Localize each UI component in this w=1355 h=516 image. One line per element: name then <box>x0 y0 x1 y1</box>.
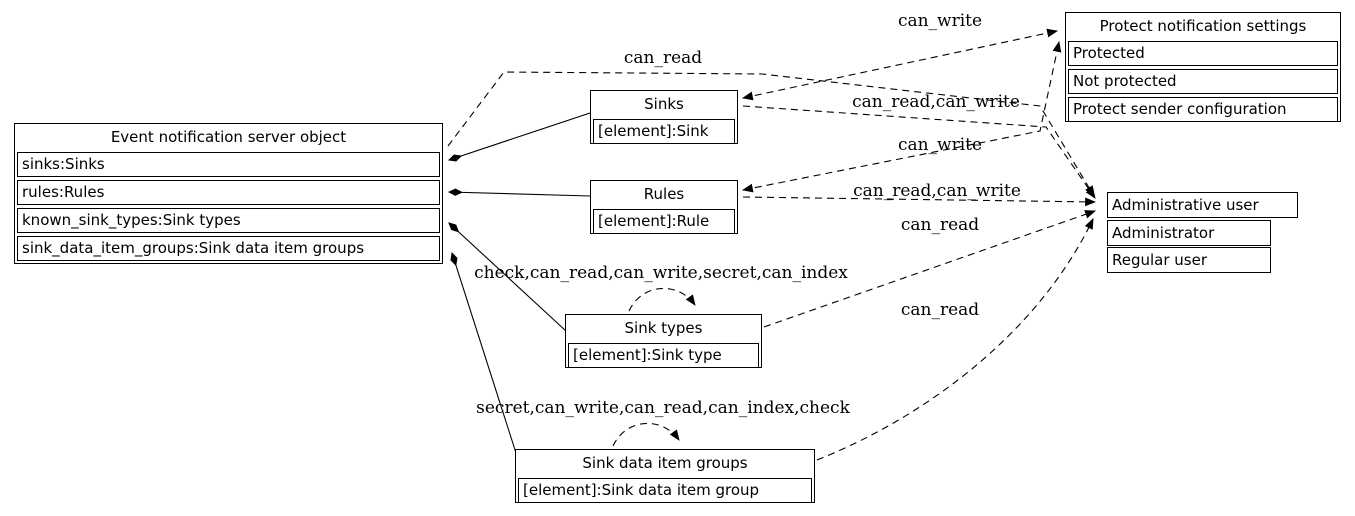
field-element-sink: [element]:Sink <box>593 119 735 144</box>
field-sinks: sinks:Sinks <box>17 152 440 177</box>
node-sinks: Sinks [element]:Sink <box>590 90 738 144</box>
edge-server-rules <box>447 188 591 197</box>
edge-sink-data-item-groups-admin-can-read <box>816 218 1094 461</box>
node-title: Protect notification settings <box>1099 17 1307 35</box>
node-title: Administrative user <box>1107 192 1298 218</box>
node-title: Sinks <box>644 95 684 113</box>
node-title: Event notification server object <box>110 128 347 146</box>
node-sink-types: Sink types [element]:Sink type <box>565 314 762 368</box>
edge-label-can-write-rules: can_write <box>897 135 983 155</box>
node-event-notification-server-object: Event notification server object sinks:S… <box>14 123 443 264</box>
field-sink-data-item-groups: sink_data_item_groups:Sink data item gro… <box>17 236 440 261</box>
option-protect-sender-configuration: Protect sender configuration <box>1068 97 1338 122</box>
option-not-protected: Not protected <box>1068 69 1338 94</box>
edge-sink-types-admin-can-read <box>763 210 1097 328</box>
edge-server-sink-types <box>448 222 567 332</box>
option-regular-user: Regular user <box>1107 247 1271 273</box>
option-administrator: Administrator <box>1107 220 1271 246</box>
edge-sink-types-self-loop <box>628 287 696 312</box>
edge-label-can-write-sinks: can_write <box>897 11 983 31</box>
edge-server-admin-can-read <box>447 71 1095 197</box>
field-element-rule: [element]:Rule <box>593 209 735 234</box>
field-rules: rules:Rules <box>17 180 440 205</box>
field-known-sink-types: known_sink_types:Sink types <box>17 208 440 233</box>
node-title: Rules <box>643 185 685 203</box>
edge-label-can-read-sink-data-item-groups: can_read <box>900 300 980 320</box>
edge-label-sink-types-loop: check,can_read,can_write,secret,can_inde… <box>474 263 848 283</box>
edge-server-sink-data-item-groups <box>450 251 517 454</box>
node-protect-notification-settings: Protect notification settings Protected … <box>1065 12 1341 122</box>
edge-sinks-protect-can-write <box>741 28 1059 101</box>
edge-sink-data-item-groups-self-loop <box>612 422 680 447</box>
edge-rules-admin-can-read-can-write <box>742 196 1097 207</box>
option-protected: Protected <box>1068 41 1338 66</box>
node-title: Sink data item groups <box>582 454 748 472</box>
node-sink-data-item-groups: Sink data item groups [element]:Sink dat… <box>515 449 815 503</box>
edge-label-can-read-sink-types: can_read <box>900 215 980 235</box>
edge-server-sinks <box>447 112 591 162</box>
edge-label-can-read-can-write-sinks: can_read,can_write <box>852 92 1020 112</box>
field-element-sink-data-item-group: [element]:Sink data item group <box>518 478 812 503</box>
edge-label-can-read-can-write-rules: can_read,can_write <box>853 181 1021 201</box>
node-rules: Rules [element]:Rule <box>590 180 738 234</box>
edge-label-sink-data-item-groups-loop: secret,can_write,can_read,can_index,chec… <box>476 398 850 418</box>
edge-rules-protect-can-write <box>741 40 1062 193</box>
field-element-sink-type: [element]:Sink type <box>568 343 759 368</box>
node-title: Sink types <box>624 319 703 337</box>
edge-label-can-read-top: can_read <box>623 48 703 68</box>
